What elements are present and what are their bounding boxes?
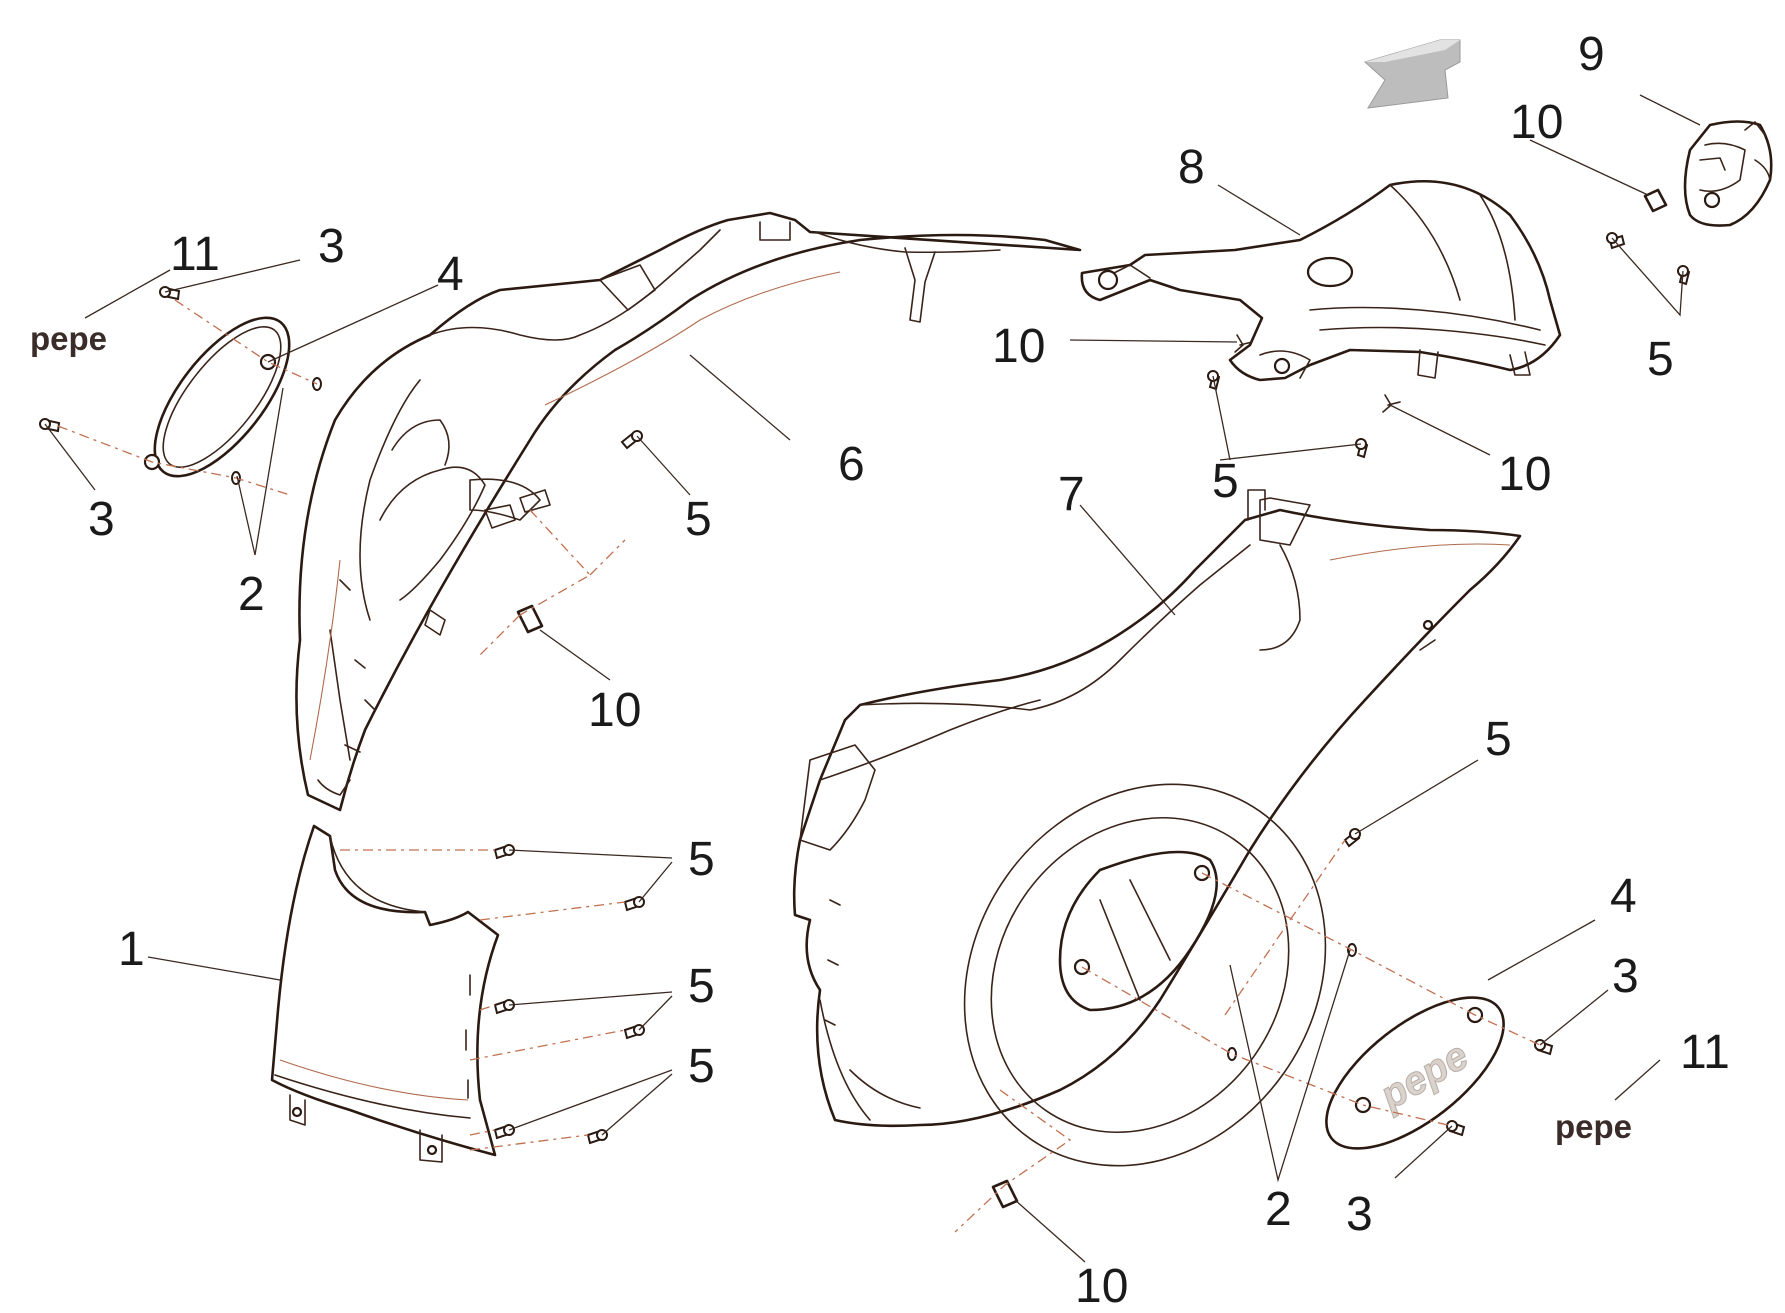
callout-2: 2 (1265, 1183, 1292, 1236)
callout-5: 5 (688, 833, 715, 886)
pepe-badge-left: pepe (30, 320, 107, 357)
callout-3: 3 (1612, 950, 1639, 1003)
callout-7: 7 (1058, 468, 1085, 521)
callout-5: 5 (1485, 713, 1512, 766)
callout-4: 4 (437, 248, 464, 301)
part-7-right-side-cover (792, 489, 1522, 1167)
callout-10: 10 (1075, 1260, 1128, 1313)
callout-9: 9 (1578, 28, 1605, 81)
callout-3: 3 (1346, 1188, 1373, 1241)
leader-lines (44, 94, 1701, 1263)
callout-5: 5 (688, 960, 715, 1013)
part-4-badge-right: pepe (1325, 996, 1505, 1150)
callout-8: 8 (1178, 141, 1205, 194)
callout-5: 5 (1212, 455, 1239, 508)
part-1-lower-front-panel (270, 824, 500, 1163)
callout-6: 6 (838, 438, 865, 491)
callout-labels: 1 2 2 3 3 3 3 4 4 5 5 5 5 5 5 5 6 7 8 9 … (88, 28, 1730, 1313)
callout-10: 10 (1510, 96, 1563, 149)
callout-10: 10 (588, 684, 641, 737)
callout-2: 2 (238, 568, 265, 621)
callout-4: 4 (1610, 870, 1637, 923)
callout-5: 5 (685, 493, 712, 546)
part-4-trim-ring-left (143, 316, 291, 478)
callout-11: 11 (170, 228, 220, 281)
callout-1: 1 (118, 923, 145, 976)
callout-3: 3 (88, 493, 115, 546)
part-8-rear-bracket (1080, 179, 1562, 382)
callout-11: 11 (1680, 1026, 1730, 1079)
callout-5: 5 (688, 1040, 715, 1093)
callout-3: 3 (318, 220, 345, 273)
pepe-badge-right: pepe (1555, 1108, 1632, 1145)
part-9-light-housing (1683, 120, 1773, 227)
direction-arrow-icon (1363, 39, 1461, 109)
assembly-lines (57, 299, 1541, 1233)
callout-10: 10 (1498, 448, 1551, 501)
callout-10: 10 (992, 320, 1045, 373)
callout-5: 5 (1647, 333, 1674, 386)
